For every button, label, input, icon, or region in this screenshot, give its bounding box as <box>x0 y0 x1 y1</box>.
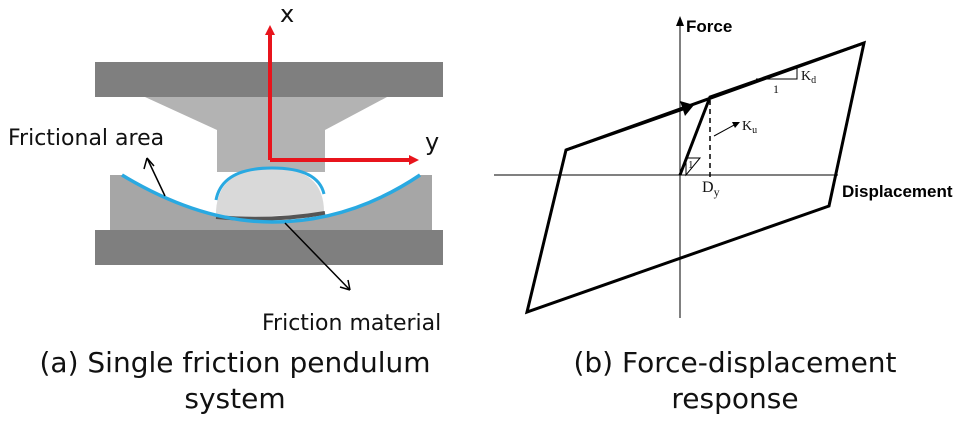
caption-a: (a) Single friction pendulum system <box>10 345 460 417</box>
axis-y-label: y <box>425 128 439 156</box>
axis-x-label: x <box>280 0 294 28</box>
frictional-area-pointer <box>143 157 166 197</box>
ku-pointer <box>713 123 737 137</box>
initial-loading-path <box>678 41 865 176</box>
displacement-axis-label: Displacement <box>842 182 953 201</box>
loading-direction-arrow <box>565 106 687 152</box>
friction-material-label: Friction material <box>262 311 441 336</box>
force-axis-arrowhead <box>676 16 684 26</box>
friction-material-pointer <box>284 222 351 291</box>
caption-a-line2: system <box>184 382 286 415</box>
frictional-surface <box>121 173 421 224</box>
loading-arrowhead <box>680 101 694 116</box>
panel-b-hysteresis: Force Displacement Dy 1 Ku 1 Kd <box>494 16 953 318</box>
ku-pointer-head <box>732 122 740 128</box>
frictional-area-label: Frictional area <box>8 126 164 151</box>
caption-a-line1: (a) Single friction pendulum <box>39 346 431 379</box>
panel-a-bearing: x y Frictional area Friction material <box>8 0 443 336</box>
caption-b-line2: response <box>671 382 799 415</box>
kd-slope-unit: 1 <box>773 82 779 96</box>
concave-housing <box>110 175 432 230</box>
force-axis-label: Force <box>686 17 732 36</box>
kd-label: Kd <box>801 69 816 86</box>
slider-surface <box>214 166 326 201</box>
bottom-plate <box>95 230 443 265</box>
dy-label: Dy <box>702 179 720 199</box>
ku-label: Ku <box>742 119 757 136</box>
caption-b: (b) Force-displacement response <box>520 345 950 417</box>
ku-slope-unit: 1 <box>688 159 694 171</box>
caption-b-line1: (b) Force-displacement <box>573 346 897 379</box>
kd-slope-triangle <box>756 67 798 80</box>
slider <box>215 168 325 218</box>
ku-slope-triangle <box>685 157 702 177</box>
articulated-connector <box>145 97 387 172</box>
